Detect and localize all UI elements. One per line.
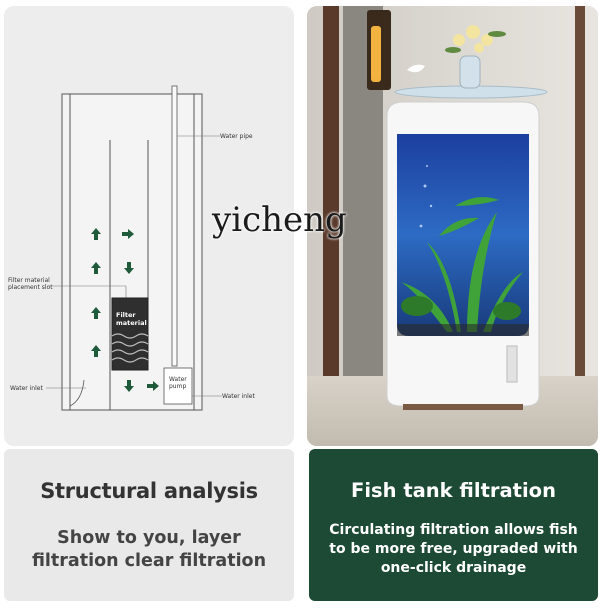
water-pump-label: pump <box>169 383 186 390</box>
panel-heading: Fish tank filtration <box>351 479 556 502</box>
wood-panel <box>323 6 339 376</box>
arrow-up-icon <box>91 262 101 274</box>
structure-diagram-panel: Water pipe Filter material placement slo… <box>4 6 294 446</box>
vase <box>459 55 481 89</box>
subtext-line: filtration clear filtration <box>31 551 267 571</box>
panel-heading: Structural analysis <box>40 479 258 503</box>
filter-material-label: material <box>116 319 147 327</box>
flow-arrows <box>91 228 159 392</box>
aquarium-plants <box>401 197 523 332</box>
filter-material-label: Filter <box>116 311 136 319</box>
panel-subtext: Show to you, layer filtration clear filt… <box>4 527 294 573</box>
arrow-down-icon <box>124 262 134 274</box>
arrow-up-icon <box>91 345 101 357</box>
fish-tank-filtration-panel: Fish tank filtration Circulating filtrat… <box>309 449 598 601</box>
water-pipe <box>171 85 178 367</box>
arrow-up-icon <box>91 307 101 319</box>
aquarium-photo-panel <box>307 6 598 446</box>
cabinet-base <box>403 404 523 410</box>
filter-structure-diagram: Water pipe Filter material placement slo… <box>8 85 255 411</box>
aquarium-water <box>397 134 529 336</box>
filter-slot-label: Filter material <box>8 277 50 284</box>
aquarium-photo <box>307 6 598 446</box>
arrow-down-icon <box>124 380 134 392</box>
wood-panel <box>575 6 585 406</box>
filter-slot-label: placement slot <box>8 284 53 291</box>
watermark-text: yicheng <box>212 200 347 240</box>
subtext-line: one-click drainage <box>380 560 527 576</box>
vent <box>506 345 518 383</box>
subtext-line: to be more free, upgraded with <box>329 541 578 557</box>
subtext-line: Show to you, layer <box>57 528 241 548</box>
arrow-right-icon <box>122 229 134 239</box>
flowers <box>453 25 493 53</box>
water-inlet-right-label: Water inlet <box>222 393 255 400</box>
arrow-up-icon <box>91 228 101 240</box>
arrow-right-icon <box>147 381 159 391</box>
subtext-line: Circulating filtration allows fish <box>329 522 578 538</box>
water-pump <box>163 367 193 405</box>
panel-subtext: Circulating filtration allows fish to be… <box>309 521 598 578</box>
water-pipe-label: Water pipe <box>220 133 253 140</box>
water-inlet-left-label: Water inlet <box>10 385 43 392</box>
structural-analysis-panel: Structural analysis Show to you, layer f… <box>4 449 294 601</box>
water-pump-label: Water <box>169 376 187 383</box>
